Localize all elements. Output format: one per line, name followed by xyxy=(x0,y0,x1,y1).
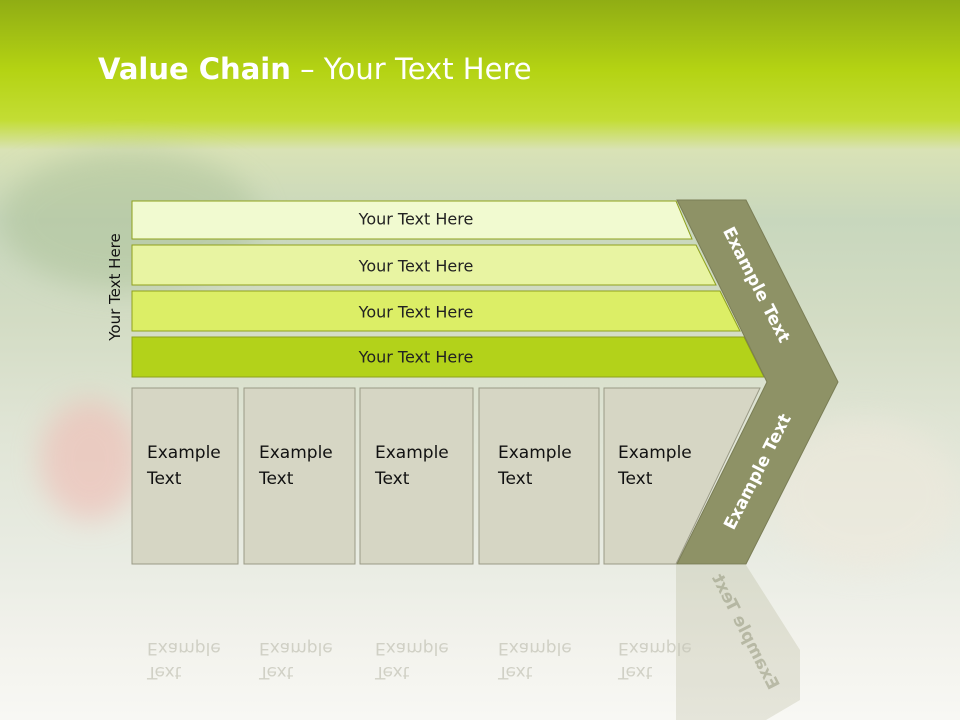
box-1-line1: Example xyxy=(147,443,221,463)
box-5-reflection-line1: Example xyxy=(618,638,692,658)
box-3-reflection-line1: Example xyxy=(375,638,449,658)
box-1-reflection-line1: Example xyxy=(147,638,221,658)
box-3-line2: Text xyxy=(375,469,410,489)
box-3-shape xyxy=(359,387,474,565)
box-1-reflection: Text Example xyxy=(147,636,221,684)
box-5-line2: Text xyxy=(618,469,653,489)
box-2-line1: Example xyxy=(259,443,333,463)
box-1-shape xyxy=(131,387,239,565)
slide-title: Value Chain – Your Text Here xyxy=(98,52,532,86)
box-4-line1: Example xyxy=(498,443,572,463)
chevron-shape xyxy=(676,199,839,565)
bar-2-shape xyxy=(131,244,717,286)
box-2-reflection-line1: Example xyxy=(259,638,333,658)
box-2-reflection-line2: Text xyxy=(259,662,294,682)
box-4-line2: Text xyxy=(498,469,533,489)
box-5-reflection-line2: Text xyxy=(618,662,653,682)
background-flower-blur xyxy=(40,400,140,520)
box-3-reflection: Text Example xyxy=(375,636,449,684)
box-2-reflection: Text Example xyxy=(259,636,333,684)
box-2-line2: Text xyxy=(259,469,294,489)
bar-4-label: Your Text Here xyxy=(358,347,474,367)
box-1-reflection-line2: Text xyxy=(147,662,182,682)
box-1-line2: Text xyxy=(147,469,182,489)
box-3-reflection-line2: Text xyxy=(375,662,410,682)
title-rest: – Your Text Here xyxy=(290,52,532,86)
box-5-reflection: Text Example xyxy=(618,636,692,684)
bar-1-label: Your Text Here xyxy=(358,209,474,229)
chevron-reflection xyxy=(676,565,800,720)
box-5-line1: Example xyxy=(618,443,692,463)
title-bold: Value Chain xyxy=(98,52,291,86)
bar-3-label: Your Text Here xyxy=(358,302,474,322)
box-4-reflection: Text Example xyxy=(498,636,572,684)
box-3-line1: Example xyxy=(375,443,449,463)
box-2-shape xyxy=(243,387,356,565)
box-5-shape xyxy=(603,387,761,565)
box-4-reflection-line1: Example xyxy=(498,638,572,658)
bar-3-shape xyxy=(131,290,741,332)
box-4-reflection-line2: Text xyxy=(498,662,533,682)
box-4-shape xyxy=(478,387,600,565)
bar-2-label: Your Text Here xyxy=(358,256,474,276)
bar-1-shape xyxy=(131,200,693,240)
